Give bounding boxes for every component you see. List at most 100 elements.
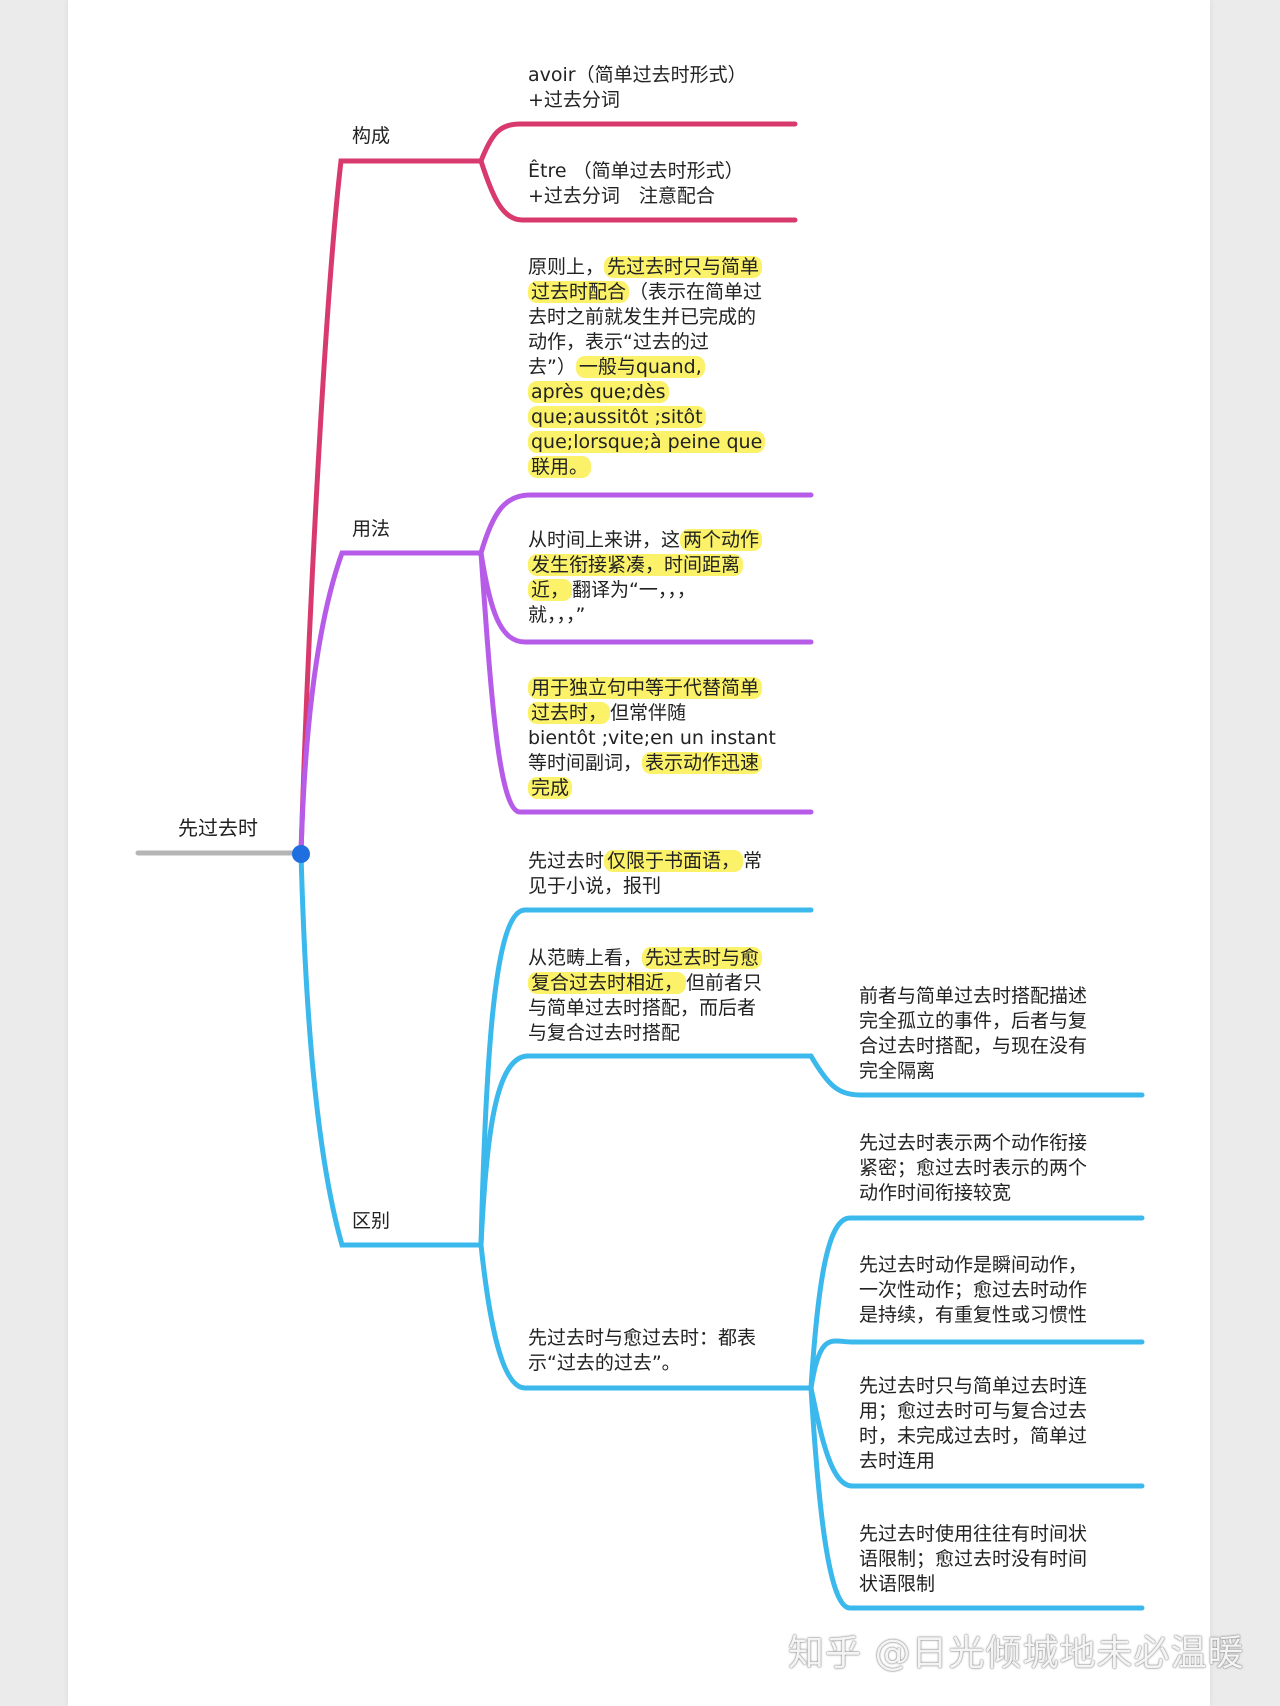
node-text-line: 近，翻译为“一，，， — [528, 578, 762, 603]
node-text-run: Être （简单过去时形式） — [528, 160, 744, 182]
node-text-line: 原则上，先过去时只与简单 — [528, 255, 765, 280]
node-text-line: que;lorsque;à peine que — [528, 430, 766, 455]
highlighted-text-run: 先过去时只与简单 — [604, 256, 763, 278]
highlighted-text-run: 表示动作迅速 — [642, 752, 763, 774]
connector-qubie-1 — [478, 907, 814, 1248]
highlighted-text-run: 复合过去时相近， — [528, 972, 687, 994]
node-text-line: bientôt ;vite;en un instant — [528, 726, 776, 751]
node-text-run: avoir（简单过去时形式） — [528, 64, 747, 86]
node-text-line: 过去时配合（表示在简单过 — [528, 280, 765, 305]
node-text-line: +过去分词 — [528, 88, 747, 113]
node-text-run: 原则上， — [528, 256, 605, 278]
highlighted-text-run: 先过去时与愈 — [642, 947, 763, 969]
highlighted-text-run: 一般与quand, — [575, 356, 705, 378]
node-text-line: 先过去时仅限于书面语，常 — [528, 849, 762, 874]
root-node-dot — [292, 845, 310, 863]
zhihu-watermark: 知乎 @日光倾城地未必温暖 — [788, 1633, 1245, 1674]
node-qubie-sub-2: 先过去时表示两个动作衔接紧密；愈过去时表示的两个动作时间衔接较宽 — [859, 1131, 1087, 1206]
connector-sub-2 — [808, 1215, 1145, 1391]
node-text-line: 前者与简单过去时搭配描述 — [859, 984, 1087, 1009]
node-text-line: 一次性动作；愈过去时动作 — [859, 1278, 1087, 1303]
node-qubie-sub-5: 先过去时使用往往有时间状语限制；愈过去时没有时间状语限制 — [859, 1522, 1087, 1597]
node-qubie-sub-1: 前者与简单过去时搭配描述完全孤立的事件，后者与复合过去时搭配，与现在没有完全隔离 — [859, 984, 1087, 1084]
node-text-run: 先过去时与愈过去时：都表 — [528, 1327, 757, 1349]
highlighted-text-run: 仅限于书面语， — [604, 850, 744, 872]
node-text-line: +过去分词 注意配合 — [528, 184, 744, 209]
node-goucheng-1: avoir（简单过去时形式） +过去分词 — [528, 63, 747, 113]
highlighted-text-run: 过去时配合 — [528, 281, 630, 303]
node-text-line: 紧密；愈过去时表示的两个 — [859, 1156, 1087, 1181]
node-text-line: que;aussitôt ;sitôt — [528, 405, 765, 430]
connector-goucheng-2 — [478, 158, 798, 223]
node-text-line: 去”）一般与quand, — [528, 355, 765, 380]
node-text-line: 去时连用 — [859, 1449, 1087, 1474]
node-text-run: bientôt ;vite;en un instant — [528, 727, 776, 749]
node-text-line: 复合过去时相近，但前者只 — [528, 971, 762, 996]
node-text-line: après que;dès — [528, 380, 765, 405]
highlighted-text-run: après que;dès — [528, 381, 669, 403]
node-qubie-3: 先过去时与愈过去时：都表示“过去的过去”。 — [528, 1326, 756, 1376]
node-text-run: 但前者只 — [686, 972, 763, 994]
node-text-line: 先过去时动作是瞬间动作， — [859, 1253, 1087, 1278]
node-goucheng-2: Être （简单过去时形式） +过去分词 注意配合 — [528, 159, 744, 209]
node-text-run: +过去分词 — [528, 89, 620, 111]
node-text-run: （表示在简单过 — [629, 281, 763, 303]
node-text-run: 先过去时 — [528, 850, 605, 872]
node-text-run: 去时之前就发生并已完成的 — [528, 306, 757, 328]
node-text-run: 一次性动作；愈过去时动作 — [859, 1279, 1088, 1301]
node-text-line: 先过去时表示两个动作衔接 — [859, 1131, 1087, 1156]
node-text-run: 动作时间衔接较宽 — [859, 1182, 1012, 1204]
node-text-run: 常 — [743, 850, 763, 872]
node-text-run: 紧密；愈过去时表示的两个 — [859, 1157, 1088, 1179]
node-text-line: 时，未完成过去时，简单过 — [859, 1424, 1087, 1449]
node-text-line: 动作时间衔接较宽 — [859, 1181, 1087, 1206]
connector-sub-1 — [808, 1053, 1145, 1098]
node-text-run: 先过去时动作是瞬间动作， — [859, 1254, 1088, 1276]
node-text-line: 从范畴上看，先过去时与愈 — [528, 946, 763, 971]
connector-qubie — [298, 850, 484, 1248]
node-text-line: 完全隔离 — [859, 1059, 1087, 1084]
node-text-run: 先过去时只与简单过去时连 — [859, 1375, 1088, 1397]
node-text-line: 先过去时使用往往有时间状 — [859, 1522, 1087, 1547]
highlighted-text-run: que;aussitôt ;sitôt — [528, 406, 706, 428]
node-text-line: 等时间副词，表示动作迅速 — [528, 751, 776, 776]
branch-label-yongfa: 用法 — [352, 518, 391, 540]
node-text-line: 先过去时与愈过去时：都表 — [528, 1326, 756, 1351]
node-text-run: +过去分词 注意配合 — [528, 185, 715, 207]
node-text-line: 先过去时只与简单过去时连 — [859, 1374, 1087, 1399]
node-text-line: 就，，，” — [528, 603, 762, 628]
node-text-line: 见于小说，报刊 — [528, 874, 762, 899]
node-text-line: Être （简单过去时形式） — [528, 159, 744, 184]
node-text-line: 用；愈过去时可与复合过去 — [859, 1399, 1087, 1424]
node-text-line: 语限制；愈过去时没有时间 — [859, 1547, 1087, 1572]
connector-qubie-2 — [478, 1053, 814, 1248]
node-text-run: 状语限制 — [859, 1573, 936, 1595]
node-qubie-2: 从范畴上看，先过去时与愈复合过去时相近，但前者只与简单过去时搭配，而后者与复合过… — [528, 946, 763, 1046]
node-text-run: 动作，表示“过去的过 — [528, 331, 709, 353]
node-text-line: 完全孤立的事件，后者与复 — [859, 1009, 1087, 1034]
node-text-line: 动作，表示“过去的过 — [528, 330, 765, 355]
highlighted-text-run: 完成 — [528, 777, 573, 799]
node-yongfa-1: 原则上，先过去时只与简单过去时配合（表示在简单过去时之前就发生并已完成的动作，表… — [528, 255, 766, 480]
node-text-run: 是持续，有重复性或习惯性 — [859, 1304, 1088, 1326]
node-text-run: 见于小说，报刊 — [528, 875, 662, 897]
node-text-run: 与复合过去时搭配 — [528, 1022, 681, 1044]
connector-sub-5 — [808, 1385, 1145, 1611]
node-text-run: 与简单过去时搭配，而后者 — [528, 997, 757, 1019]
node-text-run: 从范畴上看， — [528, 947, 643, 969]
node-text-run: 用；愈过去时可与复合过去 — [859, 1400, 1088, 1422]
node-text-run: 去”） — [528, 356, 576, 378]
connector-goucheng — [298, 158, 484, 856]
connector-goucheng-1 — [478, 121, 798, 164]
connector-qubie-3 — [478, 1242, 814, 1391]
node-text-run: 时，未完成过去时，简单过 — [859, 1425, 1088, 1447]
node-text-line: 过去时，但常伴随 — [528, 701, 776, 726]
highlighted-text-run: 近， — [528, 579, 573, 601]
node-text-run: 翻译为“一，，， — [572, 579, 696, 601]
node-text-line: 与复合过去时搭配 — [528, 1021, 762, 1046]
node-text-line: 合过去时搭配，与现在没有 — [859, 1034, 1087, 1059]
node-text-run: 从时间上来讲，这 — [528, 529, 681, 551]
node-text-line: 去时之前就发生并已完成的 — [528, 305, 765, 330]
node-text-run: 示“过去的过去”。 — [528, 1352, 681, 1374]
